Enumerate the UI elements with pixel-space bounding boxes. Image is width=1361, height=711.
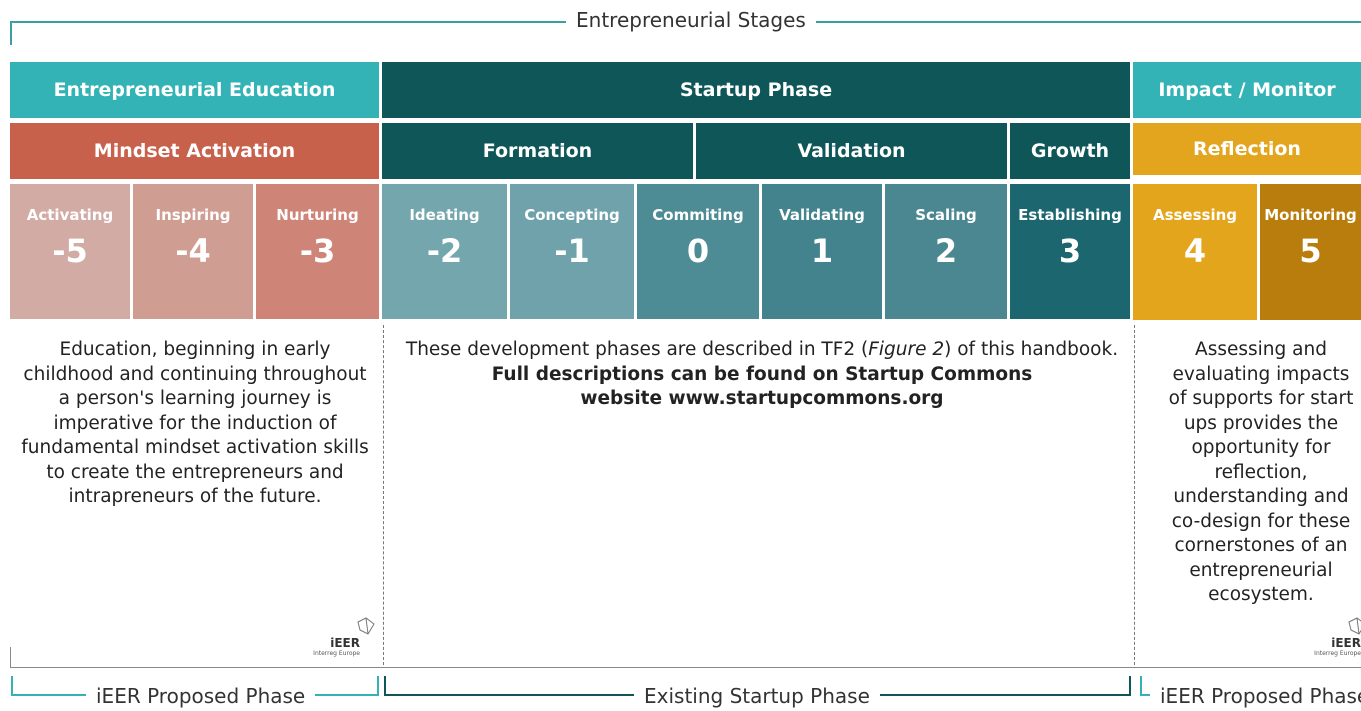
stage-value: -2 — [426, 232, 463, 270]
bottom-rule — [10, 667, 1361, 668]
group-title: Startup Phase — [679, 79, 833, 101]
subgroup-title: Mindset Activation — [93, 140, 296, 162]
stage-tile: Assessing 4 — [1133, 184, 1257, 320]
subgroup-title: Reflection — [1193, 138, 1301, 160]
logo-name: iEER — [1331, 636, 1361, 650]
ieer-logo-left: iEER Interreg Europe — [296, 616, 376, 657]
group-entrepreneurial-education: Entrepreneurial Education — [10, 62, 379, 118]
stage-value: -5 — [52, 232, 88, 270]
stage-value: 4 — [1183, 232, 1207, 270]
startup-description: These development phases are described i… — [392, 338, 1132, 412]
stage-tile: Activating -5 — [10, 184, 130, 319]
stage-tile: Concepting -1 — [510, 184, 634, 319]
logo-name: iEER — [330, 636, 360, 650]
stage-tile: Scaling 2 — [885, 184, 1007, 319]
footer-right-label: iEER Proposed Phase — [1150, 684, 1361, 708]
stage-value: 2 — [934, 232, 958, 270]
stage-label: Commiting — [652, 206, 744, 224]
footer-middle-label: Existing Startup Phase — [634, 684, 880, 708]
stage-label: Validating — [779, 206, 865, 224]
logo-sub: Interreg Europe — [313, 650, 360, 657]
subgroup-growth: Growth — [1010, 123, 1130, 179]
subgroup-title: Growth — [1030, 140, 1110, 162]
stage-tile: Ideating -2 — [382, 184, 507, 319]
stage-value: -4 — [175, 232, 211, 270]
stage-tile: Monitoring 5 — [1260, 184, 1361, 320]
subgroup-title: Validation — [797, 140, 906, 162]
stage-value: -1 — [554, 232, 590, 270]
group-title: Entrepreneurial Education — [53, 79, 336, 101]
divider-left — [383, 325, 384, 665]
education-description: Education, beginning in early childhood … — [21, 339, 369, 507]
stage-label: Inspiring — [155, 206, 231, 224]
subgroup-title: Formation — [482, 140, 593, 162]
bottom-rule-tick — [10, 647, 11, 668]
divider-right — [1134, 325, 1135, 665]
stage-value: 3 — [1058, 232, 1082, 270]
stage-tile: Commiting 0 — [637, 184, 759, 319]
stage-label: Nurturing — [276, 206, 359, 224]
subgroup-validation: Validation — [696, 123, 1007, 179]
subgroup-reflection: Reflection — [1133, 123, 1361, 175]
stage-label: Activating — [26, 206, 114, 224]
stage-label: Assessing — [1152, 206, 1238, 224]
footer-left-label: iEER Proposed Phase — [86, 684, 316, 708]
top-title: Entrepreneurial Stages — [566, 8, 816, 32]
ieer-logo-right: iEER Interreg Europe — [1281, 616, 1361, 657]
stage-value: 5 — [1299, 232, 1322, 270]
stage-value: -3 — [299, 232, 336, 270]
startup-description-line: These development phases are described i… — [405, 339, 1119, 360]
stage-tile: Nurturing -3 — [256, 184, 379, 319]
group-startup-phase: Startup Phase — [382, 62, 1130, 118]
stage-value: 1 — [810, 232, 834, 270]
stage-label: Scaling — [915, 206, 977, 224]
ieer-logo-icon — [357, 617, 375, 635]
stage-tile: Validating 1 — [762, 184, 882, 319]
logo-sub: Interreg Europe — [1314, 650, 1361, 657]
group-impact-monitor: Impact / Monitor — [1133, 62, 1361, 118]
top-bracket-tick — [10, 21, 12, 45]
ieer-logo-icon — [1348, 617, 1361, 635]
stage-label: Establishing — [1018, 206, 1122, 224]
impact-description: Assessing and evaluating impacts of supp… — [1168, 339, 1354, 605]
stage-label: Monitoring — [1264, 206, 1357, 224]
group-title: Impact / Monitor — [1158, 79, 1336, 101]
stage-label: Ideating — [409, 206, 480, 224]
startup-description-bold: Full descriptions can be found on Startu… — [491, 363, 1033, 410]
stage-value: 0 — [686, 232, 710, 270]
subgroup-mindset-activation: Mindset Activation — [10, 123, 379, 179]
stage-tile: Inspiring -4 — [133, 184, 253, 319]
stage-tile: Establishing 3 — [1010, 184, 1130, 319]
stage-label: Concepting — [524, 206, 620, 224]
subgroup-formation: Formation — [382, 123, 693, 179]
